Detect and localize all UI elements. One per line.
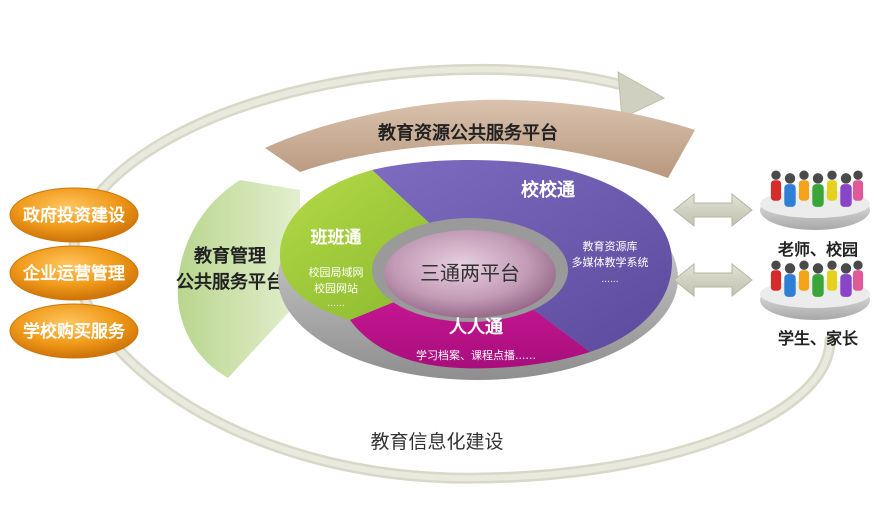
person-figure <box>798 270 810 291</box>
cycle-arrowhead-icon <box>617 71 666 119</box>
double-arrow-upper-icon <box>673 192 753 228</box>
person-figure <box>812 184 824 207</box>
person-figure <box>840 274 852 297</box>
banbantong-line2: 校园网站 <box>314 281 358 295</box>
pill-enterprise-operation: 企业运营管理 <box>9 245 139 301</box>
resource-platform-label: 教育资源公共服务平台 <box>378 122 558 144</box>
banbantong-title: 班班通 <box>311 228 362 248</box>
person-figure <box>812 274 824 297</box>
banbantong-dots: ...... <box>327 299 344 309</box>
banbantong-line1: 校园局域网 <box>309 265 364 279</box>
person-head <box>784 263 796 274</box>
person-head <box>812 173 824 184</box>
person-figure <box>852 180 864 201</box>
user-group-students-label: 学生、家长 <box>778 329 859 348</box>
people-group-teachers-icon <box>760 170 870 230</box>
xiaoxiaotong-dots: ...... <box>601 275 618 285</box>
user-group-teachers-label: 老师、校园 <box>777 240 858 259</box>
person-head <box>771 260 781 270</box>
outer-cycle-label: 教育信息化建设 <box>370 431 503 453</box>
person-figure <box>840 184 852 207</box>
person-head <box>827 170 837 180</box>
pill-government-investment: 政府投资建设 <box>9 187 139 243</box>
renrentong-title: 人人通 <box>449 317 503 338</box>
center-label: 三通两平台 <box>420 261 520 285</box>
person-figure <box>770 180 782 201</box>
xiaoxiaotong-line1: 教育资源库 <box>583 239 638 253</box>
person-figure <box>784 184 796 207</box>
outer-cycle-arrow <box>68 63 836 484</box>
person-figure <box>826 180 838 201</box>
double-arrow-lower-icon <box>673 262 753 298</box>
person-head <box>771 170 781 180</box>
people-group-students-icon <box>760 260 870 320</box>
person-figure <box>784 274 796 297</box>
person-figure <box>770 270 782 291</box>
person-head <box>853 170 863 180</box>
xiaoxiaotong-line2: 多媒体教学系统 <box>572 255 649 269</box>
person-head <box>784 173 796 184</box>
person-head <box>840 263 852 274</box>
center-hub <box>384 230 556 318</box>
pill-school-purchase: 学校购买服务 <box>9 303 139 359</box>
person-head <box>840 173 852 184</box>
renrentong-line1: 学习档案、课程点播...... <box>416 348 536 362</box>
pill-label: 学校购买服务 <box>23 321 126 342</box>
management-platform-line1: 教育管理 <box>194 245 266 267</box>
management-platform-line2: 公共服务平台 <box>176 271 284 293</box>
person-head <box>799 170 809 180</box>
person-figure <box>798 180 810 201</box>
management-platform-banner <box>177 180 300 378</box>
pill-label: 政府投资建设 <box>23 205 125 226</box>
person-head <box>827 260 837 270</box>
person-head <box>812 263 824 274</box>
person-head <box>853 260 863 270</box>
person-figure <box>826 270 838 291</box>
pill-label: 企业运营管理 <box>22 263 125 284</box>
person-head <box>799 260 809 270</box>
person-figure <box>852 270 864 291</box>
xiaoxiaotong-title: 校校通 <box>521 179 575 201</box>
resource-platform-banner <box>265 99 695 178</box>
